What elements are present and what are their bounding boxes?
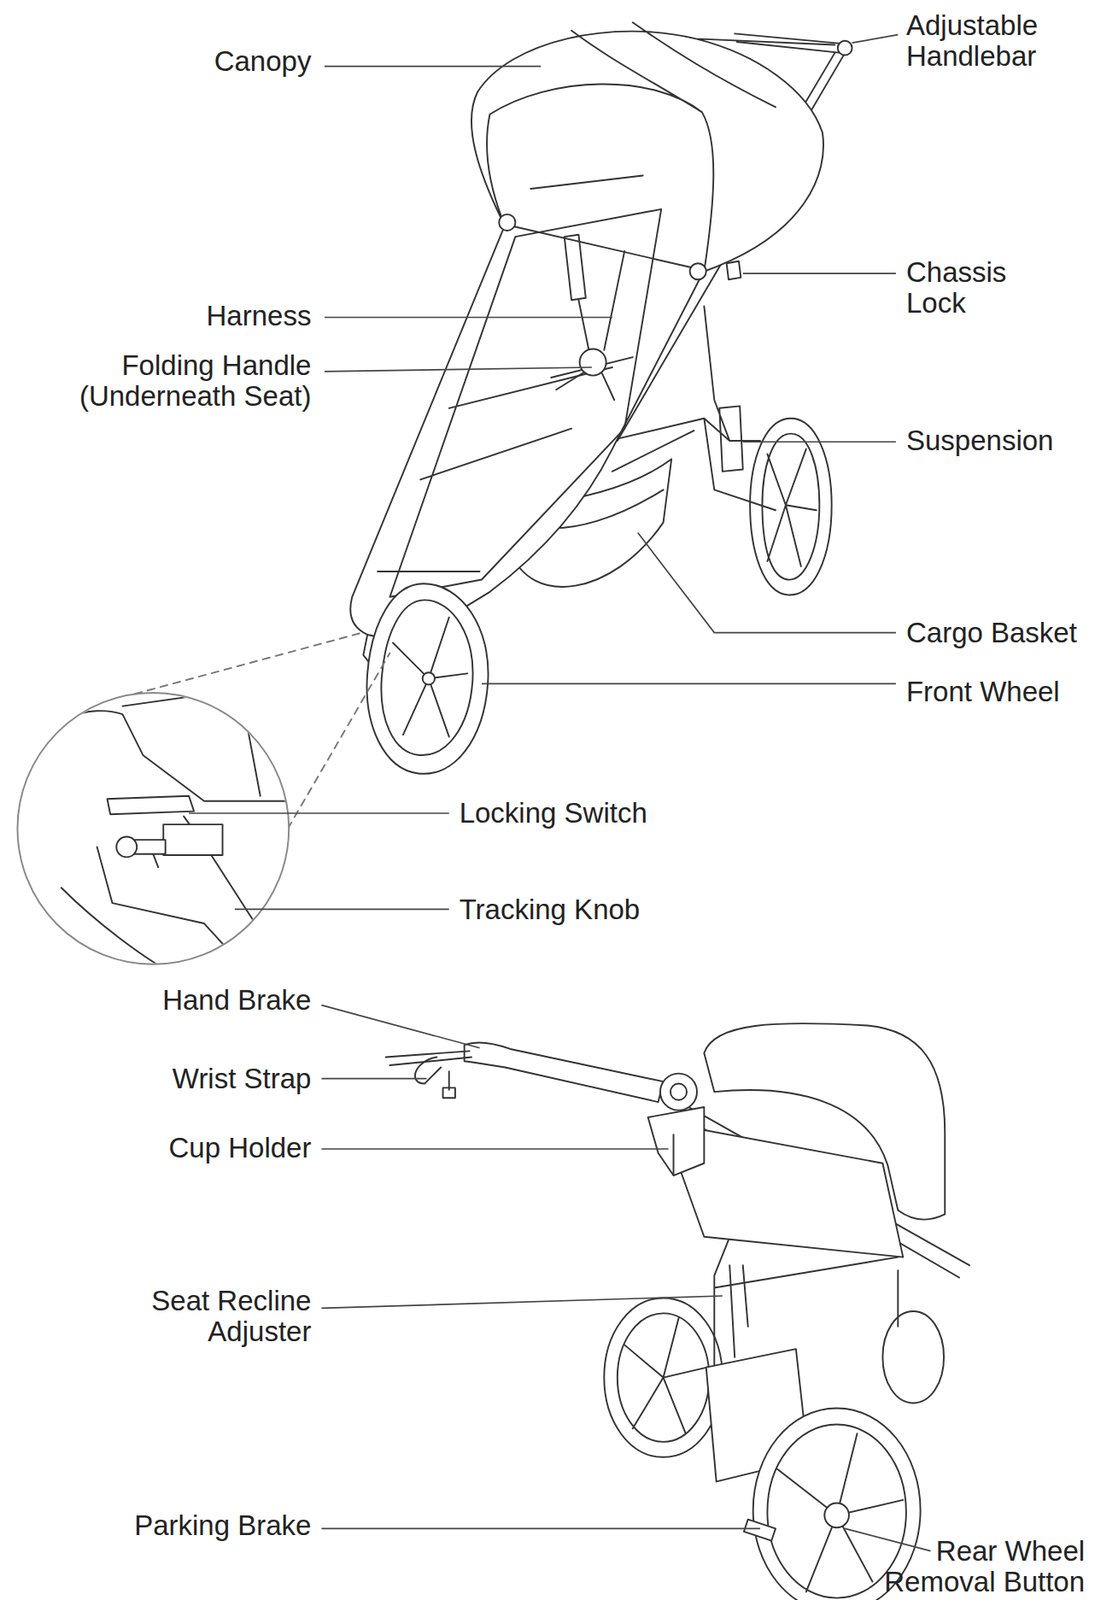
leader-line [324, 367, 592, 372]
part-label: Locking Switch [459, 797, 648, 829]
canopy-shape [703, 1023, 945, 1220]
seat-frame [350, 224, 704, 644]
part-label: Cup Holder [169, 1132, 312, 1164]
wheel-removal-button [824, 1503, 850, 1529]
canopy-pivot [498, 214, 516, 231]
tracking-knob [116, 837, 137, 858]
front-wheel-hub [422, 672, 435, 685]
part-label: Harness [206, 300, 312, 332]
part-label: Hand Brake [162, 984, 311, 1016]
far-wheel [882, 1311, 944, 1404]
leader-line [324, 316, 613, 319]
leader-line [743, 272, 896, 275]
part-label: Parking Brake [134, 1510, 311, 1541]
zoom-detail [17, 692, 306, 980]
harness-buckle [579, 349, 607, 376]
seat-cushion [377, 175, 662, 597]
part-label: Chassis Lock [906, 257, 1043, 319]
leader-line [321, 1528, 761, 1530]
leader-line [321, 1005, 480, 1049]
leader-line [321, 1147, 668, 1150]
leader-line [234, 907, 450, 910]
canopy-pivot [690, 263, 707, 280]
handlebar-joint [670, 1083, 687, 1101]
leader-line [324, 65, 541, 68]
handlebar-joint [660, 1073, 697, 1111]
leader-line [844, 1528, 931, 1551]
part-label: Suspension [906, 425, 1054, 457]
part-label: Seat Recline Adjuster [114, 1285, 311, 1347]
zoom-frame [20, 693, 306, 979]
leader-line [321, 1295, 722, 1308]
part-label: Tracking Knob [459, 894, 641, 926]
leader-line [852, 35, 899, 44]
hand-brake [386, 1050, 472, 1066]
leader-line [481, 682, 896, 685]
rear-wheel [749, 418, 832, 596]
part-label: Front Wheel [906, 676, 1060, 708]
leader-line [638, 532, 896, 633]
part-label: Cargo Basket [906, 617, 1078, 649]
part-label: Folding Handle (Underneath Seat) [54, 350, 311, 412]
canopy-shape [471, 22, 835, 271]
chassis-lock [726, 261, 742, 281]
left-rear-wheel [603, 1297, 723, 1457]
recline-straps [729, 1264, 749, 1358]
rear-view-stroller [386, 1023, 970, 1600]
tracking-knob-part [132, 839, 165, 867]
zoom-content [20, 693, 306, 979]
leader-line [743, 440, 896, 443]
front-wheel [367, 583, 489, 774]
part-label: Adjustable Handlebar [906, 10, 1078, 72]
handlebar-joint [837, 40, 853, 56]
front-view-stroller [134, 22, 853, 829]
cup-holder [648, 1106, 705, 1176]
leader-line [321, 1077, 427, 1080]
parking-brake [743, 1519, 776, 1541]
handlebar [464, 1042, 664, 1102]
part-label: Wrist Strap [172, 1063, 312, 1095]
wrist-strap [415, 1057, 456, 1099]
part-label: Canopy [214, 46, 312, 77]
leader-line [188, 812, 450, 814]
part-label: Rear Wheel Removal Button [871, 1535, 1085, 1598]
